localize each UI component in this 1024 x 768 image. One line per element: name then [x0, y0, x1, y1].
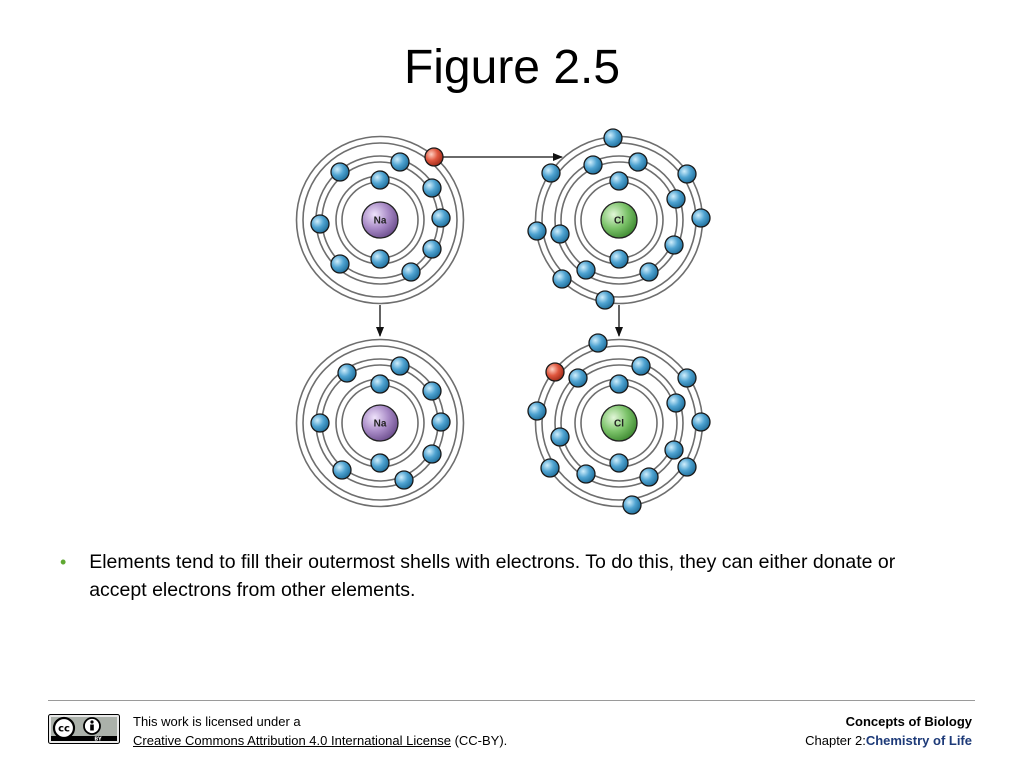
- cc-by-license-badge[interactable]: cc BY: [48, 714, 120, 744]
- chlorine-atom-before: Cl: [527, 128, 711, 310]
- chapter-name: Chemistry of Life: [865, 733, 972, 748]
- chlorine-symbol: Cl: [614, 419, 624, 430]
- cc-icon: [52, 716, 76, 740]
- license-notice: This work is licensed under a Creative C…: [133, 712, 507, 750]
- gained-electron: [545, 362, 565, 382]
- sodium-symbol: Na: [374, 216, 387, 227]
- chloride-ion-after: Cl: [527, 333, 711, 515]
- book-info: Concepts of Biology Chapter 2:Chemistry …: [805, 712, 972, 750]
- bullet-marker-icon: •: [60, 552, 67, 572]
- sodium-symbol: Na: [374, 419, 387, 430]
- sodium-nucleus: [361, 201, 399, 239]
- book-title: Concepts of Biology: [845, 714, 972, 729]
- sodium-nucleus: [361, 404, 399, 442]
- cc-icon-text: cc: [58, 724, 70, 735]
- license-line: This work is licensed under a: [133, 714, 301, 729]
- slide-title: Figure 2.5: [403, 41, 621, 94]
- chlorine-symbol: Cl: [614, 216, 624, 227]
- sodium-atom-before: Na: [295, 135, 465, 305]
- electrons: [310, 356, 451, 490]
- transferred-electron: [424, 147, 444, 167]
- electrons: [527, 333, 711, 515]
- chlorine-nucleus: [600, 201, 638, 239]
- sodium-ion-after: Na: [295, 338, 465, 508]
- chapter-prefix: Chapter 2:: [805, 733, 866, 748]
- footer-divider: [48, 700, 975, 701]
- electrons: [310, 152, 451, 282]
- chlorine-nucleus: [600, 404, 638, 442]
- license-link[interactable]: Creative Commons Attribution 4.0 Interna…: [133, 733, 451, 748]
- ionic-bond-diagram: Na Cl: [295, 128, 711, 515]
- bullet-point: • Elements tend to fill their outermost …: [60, 548, 920, 604]
- license-suffix: (CC-BY).: [450, 733, 508, 748]
- by-label: BY: [94, 736, 102, 742]
- bullet-text: Elements tend to fill their outermost sh…: [89, 551, 896, 601]
- electrons: [527, 128, 711, 310]
